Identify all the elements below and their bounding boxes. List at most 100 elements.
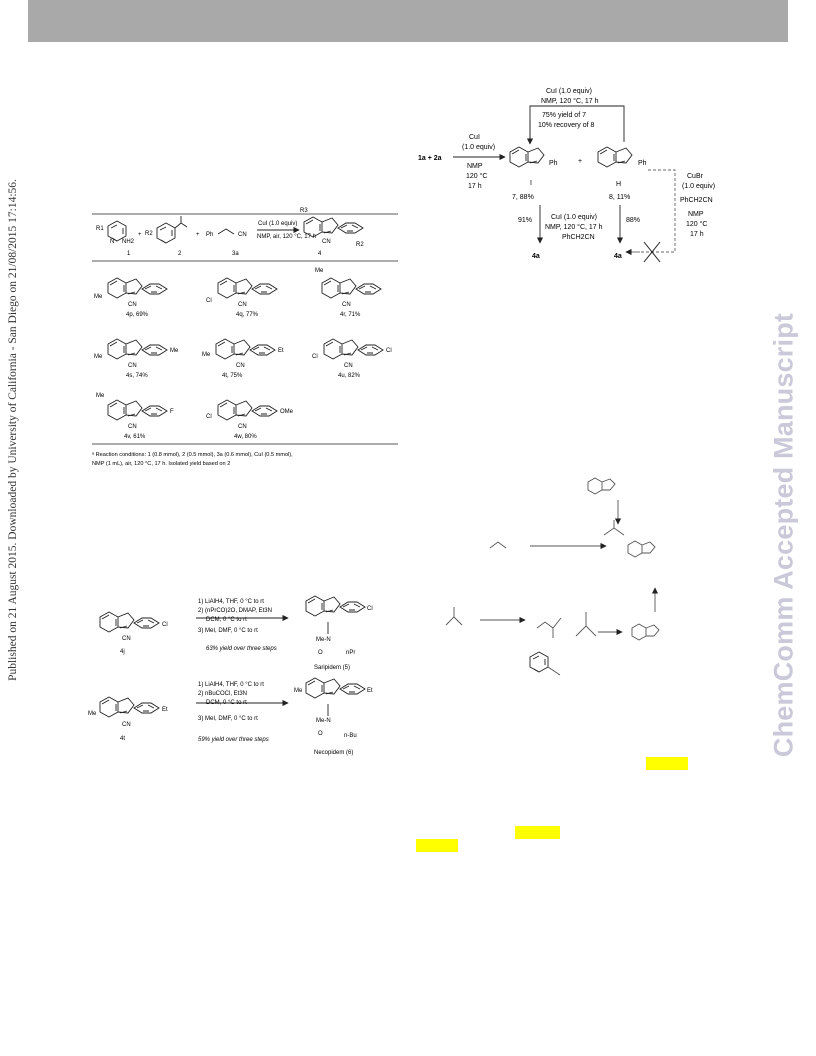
svg-text:Me: Me <box>94 354 103 360</box>
svg-text:CN: CN <box>238 302 247 308</box>
svg-text:PhCH2CN: PhCH2CN <box>562 234 595 241</box>
svg-text:CN: CN <box>342 302 351 308</box>
svg-text:H: H <box>616 181 621 188</box>
svg-text:Me: Me <box>96 393 105 399</box>
footnote-line-1: ᵃ Reaction conditions: 1 (0.8 mmol), 2 (… <box>92 452 293 458</box>
top-conditions-2: NMP, 120 °C, 17 h <box>541 97 599 105</box>
svg-text:Ph: Ph <box>549 160 558 167</box>
svg-text:Cl: Cl <box>386 348 392 354</box>
svg-text:7, 88%: 7, 88% <box>512 194 534 201</box>
ph-label: Ph <box>206 232 213 238</box>
r2-label: R2 <box>145 231 153 237</box>
svg-text:Me-N: Me-N <box>316 718 331 724</box>
svg-text:O: O <box>318 650 323 656</box>
return-yield-text: 75% yield of 7 <box>542 112 586 119</box>
svg-text:CN: CN <box>344 363 353 369</box>
r2-label-product: R2 <box>356 242 364 248</box>
svg-text:3) MeI, DMF, 0 °C to rt: 3) MeI, DMF, 0 °C to rt <box>198 716 258 722</box>
svg-text:n-Bu: n-Bu <box>344 733 357 739</box>
svg-text:Et: Et <box>367 688 373 694</box>
svg-text:120 °C: 120 °C <box>686 220 707 228</box>
product-4t: Me Et CN 4t, 75% <box>202 338 284 379</box>
svg-text:4r, 71%: 4r, 71% <box>340 312 361 318</box>
svg-text:PhCH2CN: PhCH2CN <box>680 197 713 204</box>
page-header-bar <box>28 0 788 42</box>
svg-text:2) nBuCOCl, Et3N: 2) nBuCOCl, Et3N <box>198 691 247 697</box>
product-4r: Me CN 4r, 71% <box>315 268 382 318</box>
highlight-1 <box>646 757 688 770</box>
product-4p: Me CN 4p, 69% <box>94 277 168 318</box>
svg-text:4w, 80%: 4w, 80% <box>234 434 257 440</box>
svg-text:CN: CN <box>128 424 137 430</box>
svg-text:OMe: OMe <box>280 409 294 415</box>
svg-text:91%: 91% <box>518 217 532 224</box>
svg-text:4q, 77%: 4q, 77% <box>236 312 259 318</box>
svg-text:+: + <box>196 232 200 238</box>
svg-text:1) LiAlH4, THF, 0 °C to rt: 1) LiAlH4, THF, 0 °C to rt <box>198 599 264 605</box>
conditions-text: NMP, air, 120 °C, 17 h <box>257 234 316 240</box>
substrate-scope-scheme: R1 N NH2 + R2 + Ph CN CuI (1.0 equiv) NM… <box>92 208 398 467</box>
reagents-text: CuI (1.0 equiv) <box>258 221 297 227</box>
start-materials: 1a + 2a <box>418 155 442 162</box>
svg-text:Me: Me <box>170 348 179 354</box>
compound-7: Ph I 7, 88% <box>509 146 558 201</box>
svg-text:CuI (1.0 equiv): CuI (1.0 equiv) <box>551 214 597 221</box>
compound-label-3a: 3a <box>232 251 239 257</box>
svg-text:4u, 82%: 4u, 82% <box>338 373 361 379</box>
svg-text:17 h: 17 h <box>690 231 704 238</box>
svg-text:nPr: nPr <box>346 650 355 656</box>
product-4q: Cl CN 4q, 77% <box>206 277 278 318</box>
compound-label-1: 1 <box>127 251 131 257</box>
svg-text:CN: CN <box>128 363 137 369</box>
svg-text:CuBr: CuBr <box>687 173 704 180</box>
return-recovery-text: 10% recovery of 8 <box>538 122 595 129</box>
footnote-line-2: NMP (1 mL), air, 120 °C, 17 h. Isolated … <box>92 461 230 467</box>
svg-text:CN: CN <box>122 636 131 642</box>
svg-text:O: O <box>318 731 323 737</box>
svg-text:17 h: 17 h <box>468 183 482 190</box>
compound-8: Ph H 8, 11% <box>597 146 647 201</box>
svg-text:Necopidem (6): Necopidem (6) <box>314 750 353 756</box>
svg-text:59% yield over three steps: 59% yield over three steps <box>198 737 269 743</box>
svg-text:88%: 88% <box>626 217 640 224</box>
top-conditions-1: CuI (1.0 equiv) <box>546 88 592 95</box>
svg-text:4s, 74%: 4s, 74% <box>126 373 148 379</box>
r1-label: R1 <box>96 226 104 232</box>
aminopyridine-structure <box>107 220 127 242</box>
svg-text:CN: CN <box>238 424 247 430</box>
svg-text:4p, 69%: 4p, 69% <box>126 312 149 318</box>
svg-text:Me: Me <box>315 268 324 274</box>
svg-text:63% yield over three steps: 63% yield over three steps <box>206 646 277 652</box>
svg-text:4a: 4a <box>614 253 622 260</box>
svg-text:Me: Me <box>294 688 303 694</box>
svg-text:4t: 4t <box>120 736 125 742</box>
highlight-3 <box>416 839 458 852</box>
mechanism-sketch <box>445 477 660 676</box>
product-aryl-structure <box>337 222 364 234</box>
product-4u: Cl Cl CN 4u, 82% <box>312 338 392 379</box>
svg-text:Me: Me <box>202 352 211 358</box>
svg-text:4v, 61%: 4v, 61% <box>124 434 146 440</box>
n-label: N <box>110 239 114 245</box>
plus-sign: + <box>578 158 582 165</box>
svg-text:(1.0 equiv): (1.0 equiv) <box>462 144 495 151</box>
svg-text:NMP: NMP <box>467 163 483 170</box>
svg-text:CN: CN <box>236 363 245 369</box>
svg-text:+: + <box>138 232 142 238</box>
svg-text:Cl: Cl <box>206 414 212 420</box>
product-4s: Me Me CN 4s, 74% <box>94 338 179 379</box>
svg-text:CN: CN <box>122 722 131 728</box>
svg-text:Et: Et <box>162 707 168 713</box>
route-saripidem: Cl CN 4j 1) LiAlH4, THF, 0 °C to rt 2) (… <box>99 595 373 671</box>
svg-text:I: I <box>530 180 532 187</box>
dashed-route <box>640 169 676 253</box>
svg-text:Saripidem (5): Saripidem (5) <box>314 665 350 671</box>
svg-text:DCM, 0 °C to rt: DCM, 0 °C to rt <box>206 700 247 706</box>
cn-label-product: CN <box>322 239 331 245</box>
svg-text:Cl: Cl <box>206 298 212 304</box>
svg-text:Me-N: Me-N <box>316 637 331 643</box>
svg-text:DCM, 0 °C to rt: DCM, 0 °C to rt <box>206 617 247 623</box>
nh2-label: NH2 <box>122 239 135 245</box>
compound-label-2: 2 <box>178 251 182 257</box>
